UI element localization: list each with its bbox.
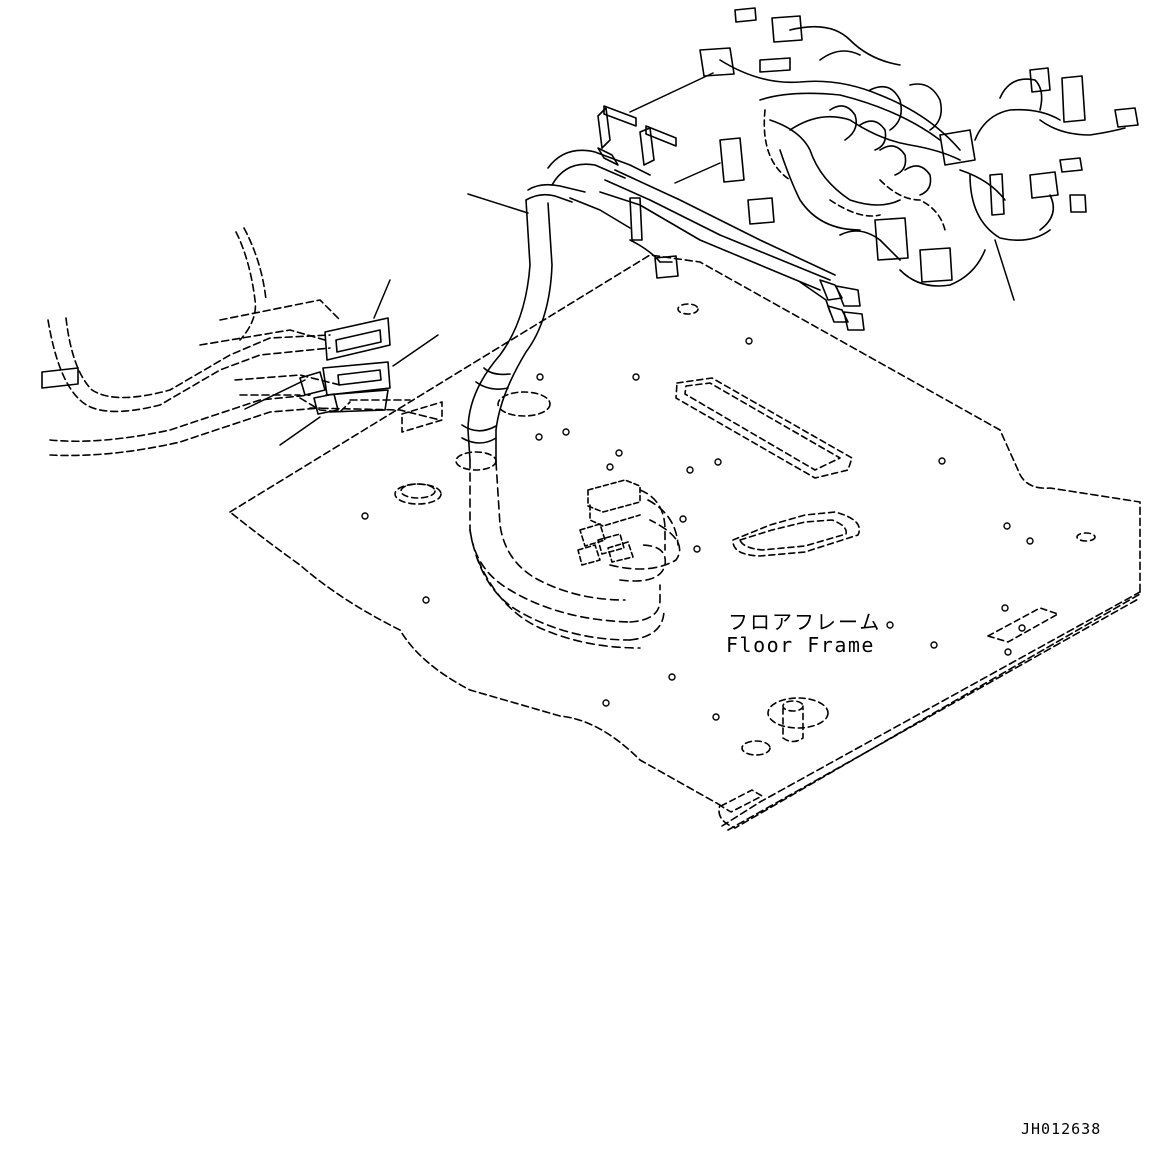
upper-right-harness-hidden (763, 109, 946, 231)
floor-frame-label-en: Floor Frame (726, 633, 875, 657)
harness-plug-ends (799, 279, 865, 331)
underfloor-connectors (577, 479, 641, 566)
bolt-holes (361, 337, 1034, 721)
floor-frame-label-jp: フロアフレーム (728, 610, 881, 634)
callout-leaders (244, 72, 1015, 446)
floor-frame-outline (229, 254, 1141, 831)
upper-right-harness (699, 7, 1139, 287)
upper-connectors (597, 105, 679, 279)
main-harness-below-floor (469, 459, 681, 649)
left-cable-bundle (47, 227, 441, 457)
floor-brackets (401, 401, 1059, 813)
main-harness-trunk (461, 149, 836, 463)
drawing-code: JH012638 (1021, 1120, 1101, 1138)
left-connector-blocks (41, 317, 391, 415)
